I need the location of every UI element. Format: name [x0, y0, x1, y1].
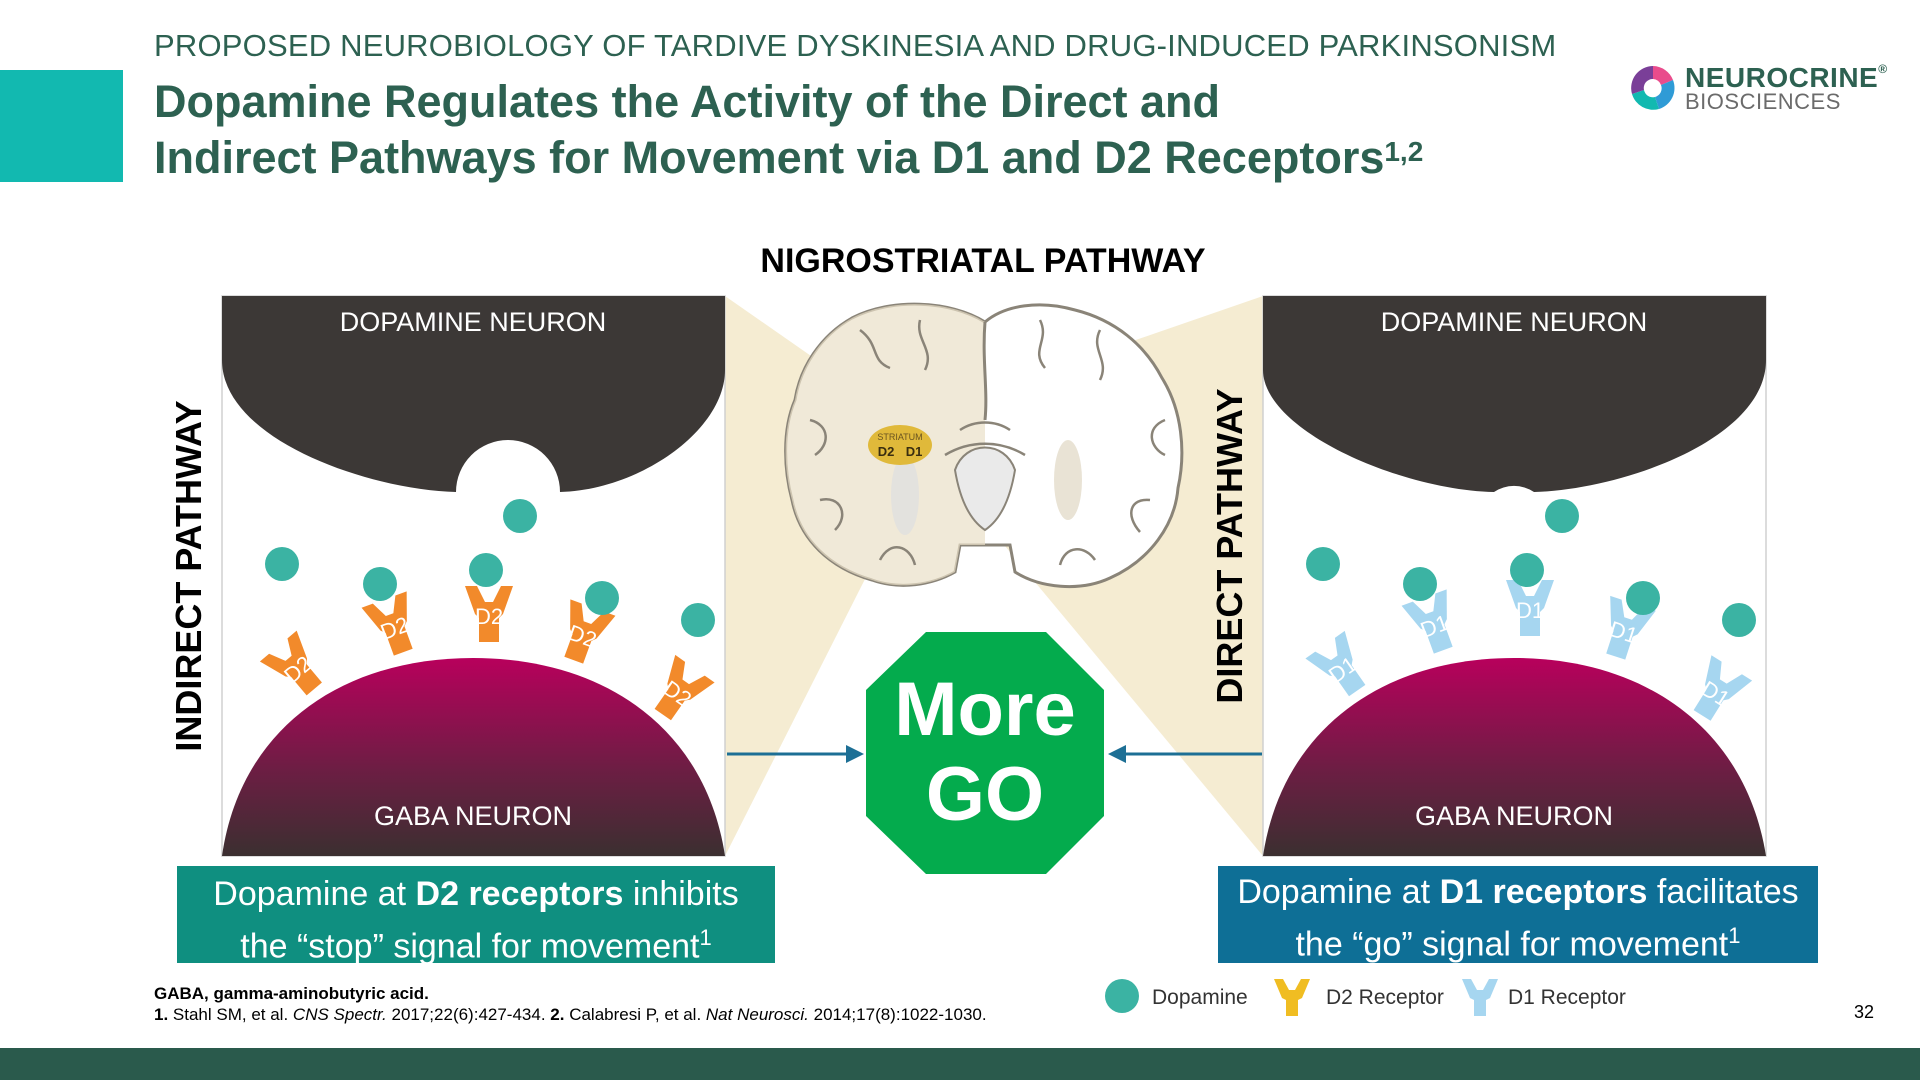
right-dopamine-neuron-label: DOPAMINE NEURON	[1381, 307, 1648, 337]
stop-sign-line-1: More	[894, 667, 1076, 752]
more-go-stop-sign: More GO	[866, 632, 1104, 874]
striatum	[868, 425, 932, 465]
dopamine-molecule	[1722, 603, 1756, 637]
right-gaba-neuron	[1263, 658, 1766, 856]
dopamine-molecule	[1626, 581, 1660, 615]
d1-receptor: D1	[1506, 580, 1554, 636]
d2-receptor: D2	[465, 586, 513, 642]
d1-caption-line-1: Dopamine at D1 receptors facilitates	[1218, 870, 1818, 914]
brain-gyri	[809, 319, 1166, 566]
legend-dopamine-icon	[1105, 979, 1139, 1013]
brain-illustration: STRIATUM D2 D1	[784, 302, 1184, 588]
d2-receptor-label: D2	[475, 604, 503, 629]
d2-receptor: D2	[361, 591, 413, 656]
title-line-2: Indirect Pathways for Movement via D1 an…	[154, 130, 1423, 186]
indirect-pathway-panel: DOPAMINE NEURON GABA NEURON INDIRECT PAT…	[168, 295, 726, 857]
d1-caption-ref: 1	[1728, 923, 1741, 948]
neurocrine-logo-icon	[1631, 66, 1675, 110]
accent-block	[0, 70, 123, 182]
right-arrow	[1108, 745, 1262, 763]
direct-pathway-panel: DOPAMINE NEURON GABA NEURON DIRECT PATHW…	[1209, 295, 1767, 857]
dopamine-molecule	[1306, 547, 1340, 581]
left-gaba-neuron	[222, 658, 725, 856]
brain-thalamus-left	[891, 455, 919, 535]
right-gaba-neuron-label: GABA NEURON	[1415, 801, 1613, 831]
legend: Dopamine D2 Receptor D1 Receptor	[1105, 979, 1626, 1016]
left-dopamine-neuron-label: DOPAMINE NEURON	[340, 307, 607, 337]
legend-dopamine-label: Dopamine	[1152, 986, 1248, 1009]
d2-caption-ref: 1	[699, 925, 712, 950]
striatum-label: STRIATUM	[877, 432, 922, 442]
d2-caption-a: Dopamine at	[213, 875, 416, 913]
d1-caption-box: Dopamine at D1 receptors facilitates the…	[1218, 866, 1818, 963]
d1-receptor-label: D1	[1516, 598, 1544, 623]
ref1-number: 1.	[154, 1005, 169, 1024]
d2-caption-box: Dopamine at D2 receptors inhibits the “s…	[177, 866, 775, 965]
d1-caption-line-2: the “go” signal for movement1	[1218, 914, 1818, 966]
legend-d2-label: D2 Receptor	[1326, 986, 1444, 1009]
legend-d1-receptor-icon	[1462, 979, 1498, 1016]
indirect-pathway-label: INDIRECT PATHWAY	[168, 400, 209, 751]
d1-caption-c: facilitates	[1647, 873, 1799, 911]
pathway-title: NIGROSTRIATAL PATHWAY	[760, 242, 1205, 280]
left-gaba-neuron-label: GABA NEURON	[374, 801, 572, 831]
direct-pathway-label: DIRECT PATHWAY	[1209, 388, 1250, 703]
logo-subtitle: BIOSCIENCES	[1685, 89, 1841, 114]
dopamine-molecule	[1545, 499, 1579, 533]
dopamine-molecule	[585, 581, 619, 615]
brain-ventricles	[953, 446, 1017, 532]
ref2-authors: Calabresi P, et al.	[564, 1005, 706, 1024]
dopamine-molecule	[363, 567, 397, 601]
ref2-citation: 2014;17(8):1022-1030.	[808, 1005, 987, 1024]
d2-caption-line-1: Dopamine at D2 receptors inhibits	[177, 872, 775, 916]
page-number: 32	[1854, 1002, 1875, 1022]
ref2-number: 2.	[550, 1005, 565, 1024]
logo-name: NEUROCRINE	[1685, 62, 1879, 93]
legend-d2-receptor-icon	[1274, 979, 1310, 1016]
logo-wordmark: NEUROCRINE®	[1685, 62, 1888, 94]
d2-caption-line-2: the “stop” signal for movement1	[177, 916, 775, 968]
d2-caption-bold: D2 receptors	[415, 875, 624, 913]
slide-kicker: PROPOSED NEUROBIOLOGY OF TARDIVE DYSKINE…	[154, 28, 1557, 63]
right-dopamine-neuron	[1263, 296, 1766, 492]
d1-caption-d: the “go” signal for movement	[1295, 925, 1729, 964]
logo-registered: ®	[1878, 62, 1888, 76]
dopamine-molecule	[681, 603, 715, 637]
slide-title: Dopamine Regulates the Activity of the D…	[154, 74, 1423, 186]
brain-thalamus-right	[1054, 440, 1082, 520]
d2-caption-c: inhibits	[623, 875, 739, 913]
d1-receptor: D1	[1401, 589, 1453, 654]
title-line-1: Dopamine Regulates the Activity of the D…	[154, 76, 1221, 127]
striatum-d1-label: D1	[906, 444, 923, 459]
d2-caption-d: the “stop” signal for movement	[240, 927, 700, 966]
dopamine-molecule	[265, 547, 299, 581]
ref1-authors: Stahl SM, et al.	[168, 1005, 293, 1024]
dopamine-molecule	[503, 499, 537, 533]
footnote-references: 1. Stahl SM, et al. CNS Spectr. 2017;22(…	[154, 1005, 987, 1025]
title-line-2-text: Indirect Pathways for Movement via D1 an…	[154, 132, 1385, 183]
d1-caption-bold: D1 receptors	[1439, 873, 1648, 911]
title-refs: 1,2	[1384, 136, 1424, 167]
left-arrow	[727, 745, 864, 763]
left-dopamine-neuron	[222, 296, 725, 492]
dopamine-molecule	[1403, 567, 1437, 601]
dopamine-molecule	[469, 553, 503, 587]
legend-d1-label: D1 Receptor	[1508, 986, 1626, 1009]
bottom-bar	[0, 1048, 1920, 1080]
brain-midline	[982, 321, 988, 421]
striatum-d2-label: D2	[878, 444, 895, 459]
ref1-citation: 2017;22(6):427-434.	[386, 1005, 551, 1024]
ref1-journal: CNS Spectr.	[292, 1005, 387, 1024]
stop-sign-line-2: GO	[926, 752, 1044, 837]
d1-caption-a: Dopamine at	[1237, 873, 1440, 911]
ref2-journal: Nat Neurosci.	[705, 1005, 809, 1024]
dopamine-molecule	[1510, 553, 1544, 587]
footnote-abbreviation: GABA, gamma-aminobutyric acid.	[154, 984, 429, 1003]
